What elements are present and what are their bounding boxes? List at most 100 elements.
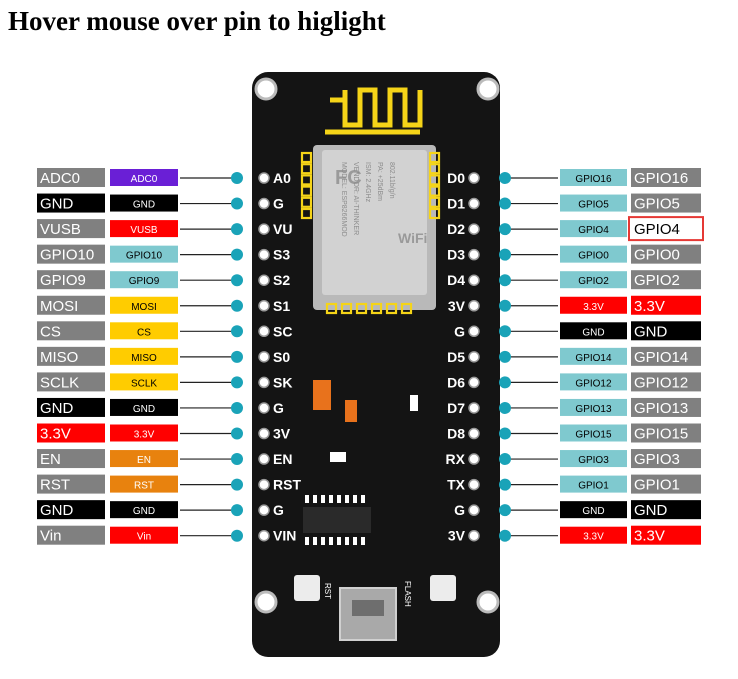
pin-tag: RST [134, 481, 154, 492]
module-label-line: VENDOR: AI-THINKER [352, 162, 359, 235]
header-pad [340, 302, 353, 315]
pin-label: SCLK [40, 374, 79, 391]
board-pin-label: D3 [447, 247, 465, 263]
flash-button-label: FLASH [403, 581, 412, 607]
pin-tag: GPIO15 [575, 430, 612, 441]
pin-label: ADC0 [40, 170, 80, 187]
pin-dot [499, 376, 511, 389]
pin-tag-box [110, 220, 178, 238]
pin-dot [499, 478, 511, 491]
board-pin-pad [258, 325, 270, 338]
pin-tag-box [560, 296, 627, 314]
pin-tag-box [110, 169, 178, 186]
board-pin-label: SC [273, 323, 292, 339]
pin-tag-box [560, 373, 627, 391]
pin-tag: GPIO0 [578, 251, 609, 262]
board-pin-label: D6 [447, 374, 465, 390]
flash-button[interactable] [430, 575, 456, 601]
pin-label: GPIO10 [40, 247, 94, 264]
header-pad [325, 302, 338, 315]
pin-tag: GPIO10 [126, 251, 163, 262]
board-pin-label: 3V [273, 426, 291, 442]
pin-label: MISO [40, 349, 78, 366]
header-pad [385, 302, 398, 315]
board-pin-label: D4 [447, 272, 465, 288]
header-pad [355, 302, 368, 315]
pin-label-box [631, 423, 701, 443]
pin-tag: GPIO4 [578, 225, 609, 236]
pin-label: 3.3V [40, 426, 71, 443]
mount-hole [254, 77, 278, 101]
pin-dot [499, 197, 511, 210]
pin-label-box [37, 372, 105, 392]
pin-label-box [37, 295, 105, 315]
pin-label: GPIO2 [634, 272, 680, 289]
pin-label-box [37, 346, 105, 366]
pin-tag-box [560, 245, 627, 263]
pin-label: RST [40, 477, 70, 494]
pin-dot [231, 197, 243, 210]
pin-tag: GND [582, 327, 604, 338]
module-label-line: PA: +25dBm [376, 162, 383, 201]
pin-label: MOSI [40, 298, 78, 315]
pin-tag: SCLK [131, 378, 157, 389]
pin-label: GPIO12 [634, 374, 688, 391]
pin-label: GND [634, 323, 668, 340]
module-label-line: MODEL: ESP8266MOD [340, 162, 347, 237]
board-pin-label: 3V [448, 298, 466, 314]
board-pin-pad [258, 172, 270, 184]
pin-tag: GPIO5 [578, 200, 609, 211]
antenna-trace [325, 87, 423, 135]
pin-label: GND [634, 502, 668, 519]
board-pin-pad [468, 351, 480, 363]
header-pad [370, 302, 383, 315]
pin-tag-box [560, 322, 627, 340]
rst-button[interactable] [294, 575, 320, 601]
pin-tag-box [110, 424, 178, 442]
pin-dot [231, 401, 243, 414]
pin-dot [231, 529, 243, 542]
pin-tag-box [560, 220, 627, 238]
pin-label: VUSB [40, 221, 81, 238]
board-pin-pad [468, 478, 480, 491]
usb-connector [339, 587, 397, 641]
board-pin-label: D1 [447, 196, 465, 212]
pin-label-box [37, 193, 105, 213]
header-pad [428, 185, 441, 197]
pin-label: GND [40, 196, 74, 213]
pin-dot [231, 299, 243, 312]
header-pad [428, 174, 441, 186]
board-pin-pad [468, 402, 480, 414]
pin-tag-box [110, 347, 178, 365]
